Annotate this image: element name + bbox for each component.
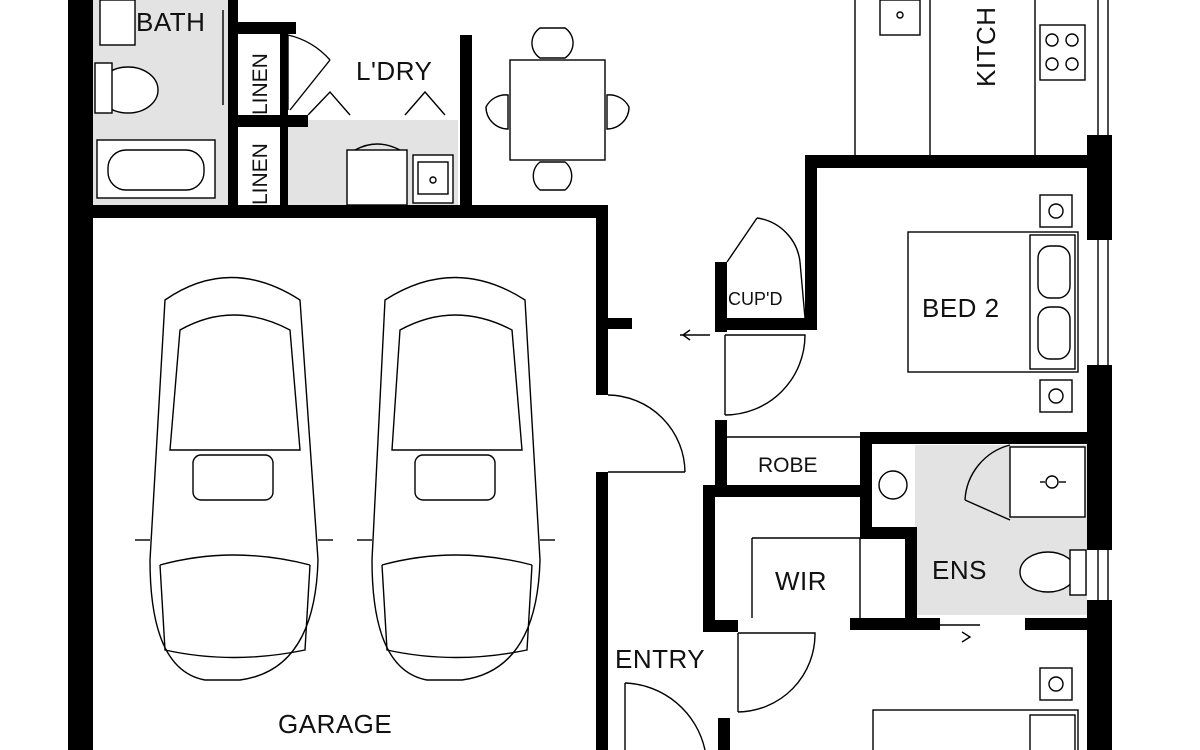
- doors: [607, 329, 1011, 750]
- room-label-entry: ENTRY: [615, 644, 705, 674]
- cupboard-door-icon: [726, 217, 806, 319]
- room-label-cupboard: CUP'D: [728, 289, 782, 309]
- room-label-linen-upper: LINEN: [249, 53, 272, 115]
- room-label-wir: WIR: [775, 566, 827, 596]
- room-label-garage: GARAGE: [278, 709, 392, 739]
- room-label-robe: ROBE: [758, 454, 818, 477]
- dining-table-icon: [485, 27, 630, 191]
- room-label-laundry: L'DRY: [356, 56, 432, 86]
- room-label-kitchen: KITCH: [971, 7, 1001, 88]
- room-label-bath: BATH: [136, 7, 205, 37]
- cooktop-icon: [1039, 24, 1086, 81]
- kitchen-fixtures: [854, 0, 1109, 155]
- room-label-ensuite: ENS: [932, 555, 987, 585]
- bath-fixtures: [94, 0, 224, 199]
- laundry-fixtures: [287, 34, 454, 206]
- bed2-fixtures: [907, 194, 1109, 413]
- wir-fixtures: [751, 537, 861, 618]
- ensuite-fixtures: [878, 446, 1109, 600]
- bed3-fixtures: [872, 667, 1079, 750]
- walls: [68, 0, 1112, 750]
- car-icon: [135, 276, 333, 681]
- room-label-linen-lower: LINEN: [249, 143, 272, 205]
- room-label-bed2: BED 2: [922, 293, 1000, 323]
- toilet-icon: [1019, 551, 1077, 593]
- car-icon: [357, 276, 555, 681]
